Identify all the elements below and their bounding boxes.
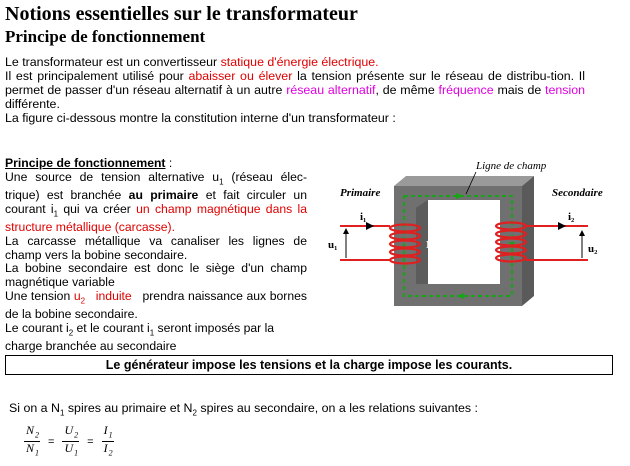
secondary-coil xyxy=(494,221,528,263)
i1-arrow xyxy=(366,222,374,230)
field-label-leader xyxy=(465,171,477,195)
intro-line-2: Il est principalement utilisé pour abais… xyxy=(5,69,585,111)
principle-colon: : xyxy=(165,156,173,170)
core-top-face xyxy=(394,176,534,186)
field-arrow-top xyxy=(456,193,464,199)
u1-arrow-head xyxy=(343,228,349,234)
intro-highlight: statique d'énergie électrique. xyxy=(220,55,379,69)
field-line-label: Ligne de champ xyxy=(475,160,547,172)
text: spires au primaire et N xyxy=(64,401,193,415)
core-front-face xyxy=(394,186,522,306)
text: et fait circuler un courant i xyxy=(5,188,307,216)
text: et le courant i xyxy=(73,321,150,336)
denominator: I2 xyxy=(103,441,113,458)
intro-magenta: réseau alternatif xyxy=(286,83,376,97)
text: Si on a N xyxy=(9,401,60,415)
principle-header: Principe de fonctionnement xyxy=(5,156,166,170)
principle-section: Principe de fonctionnement : Une source … xyxy=(5,156,311,354)
text: seront imposés par la charge branchée au… xyxy=(5,321,275,354)
red-text: induite xyxy=(85,289,132,304)
principle-p4: Une tension u2 induite prendra naissance… xyxy=(5,289,311,322)
text: spires au secondaire, on a les relations… xyxy=(196,401,478,415)
intro-line-1: Le transformateur est un convertisseur s… xyxy=(5,55,585,69)
fraction-i: I1 I2 xyxy=(101,424,114,460)
text: qui va créer xyxy=(58,201,137,216)
text: Une source de tension alternative u xyxy=(5,169,220,184)
text: (réseau élec-trique) est branchée xyxy=(5,169,308,203)
red-text: u xyxy=(73,289,81,304)
intro-text: mais de xyxy=(493,83,546,97)
secondary-label: Secondaire xyxy=(552,187,603,199)
core-side-face xyxy=(522,176,534,306)
equals-sign: = xyxy=(48,435,55,448)
u2-arrow-head xyxy=(579,230,585,236)
numerator: U2 xyxy=(62,424,80,443)
subscript: 1 xyxy=(53,209,59,219)
core-window-side xyxy=(416,200,428,284)
principle-header-line: Principe de fonctionnement : xyxy=(5,156,307,171)
red-text: un champ magnétique dans la structure mé… xyxy=(5,201,307,235)
primary-coil xyxy=(388,223,422,265)
i1-label: i₁ xyxy=(360,211,366,223)
principle-p1: Une source de tension alternative u1 (ré… xyxy=(5,169,308,235)
intro-text: Le transformateur est un convertisseur xyxy=(5,55,221,69)
field-arrow-bottom xyxy=(456,293,464,299)
transformer-figure: Ligne de champ Primaire Secondaire N₁ N₂… xyxy=(328,160,603,306)
fraction-u: U2 U1 xyxy=(62,424,80,460)
intro-line-3: La figure ci-dessous montre la constitut… xyxy=(5,111,396,125)
key-statement-box: Le générateur impose les tensions et la … xyxy=(5,355,613,375)
subscript: 1 xyxy=(59,408,65,418)
i2-arrow xyxy=(558,222,566,230)
u1-label: u₁ xyxy=(328,239,337,251)
intro-text: la tension présente sur le réseau de dis… xyxy=(5,69,586,97)
subscript: 2 xyxy=(68,328,74,338)
bold-text: au primaire xyxy=(128,188,199,203)
i2-label: i₂ xyxy=(568,211,575,223)
subscript: 2 xyxy=(80,296,86,306)
relations-intro: Si on a N1 spires au primaire et N2 spir… xyxy=(9,401,478,420)
fraction-n: N2 N1 xyxy=(24,424,41,460)
principle-p3: La bobine secondaire est donc le siège d… xyxy=(5,261,307,290)
intro-magenta: tension xyxy=(545,83,585,97)
denominator: U1 xyxy=(64,441,79,458)
numerator: I1 xyxy=(101,424,114,443)
text: Une tension xyxy=(5,289,74,304)
intro-magenta: fréquence xyxy=(438,83,494,97)
intro-text: , de même xyxy=(375,83,439,97)
core-window xyxy=(428,200,500,284)
n2-label: N₂ xyxy=(478,239,490,251)
subscript: 2 xyxy=(192,408,197,418)
principle-p2: La carcasse métallique va canaliser les … xyxy=(5,233,307,262)
text: prendra naissance aux bornes de la bobin… xyxy=(5,289,311,322)
intro-text: Il est principalement utilisé pour xyxy=(5,69,189,83)
subscript: 1 xyxy=(149,328,155,338)
subscript: 1 xyxy=(219,177,224,187)
intro-text: différente. xyxy=(5,97,60,111)
text: Le courant i xyxy=(5,321,69,336)
numerator: N2 xyxy=(24,424,41,443)
ratio-formula: N2 N1 = U2 U1 = I1 I2 xyxy=(24,424,114,460)
u2-label: u₂ xyxy=(588,243,598,255)
primary-label: Primaire xyxy=(340,187,380,199)
intro-paragraph: Le transformateur est un convertisseur s… xyxy=(5,55,585,125)
n1-label: N₁ xyxy=(426,239,437,251)
denominator: N1 xyxy=(26,441,40,458)
intro-highlight: abaisser ou élever xyxy=(188,69,293,83)
page-subtitle: Principe de fonctionnement xyxy=(5,27,206,46)
principle-p5: Le courant i2 et le courant i1 seront im… xyxy=(5,321,307,354)
page-title: Notions essentielles sur le transformate… xyxy=(5,3,358,25)
equals-sign: = xyxy=(87,435,94,448)
